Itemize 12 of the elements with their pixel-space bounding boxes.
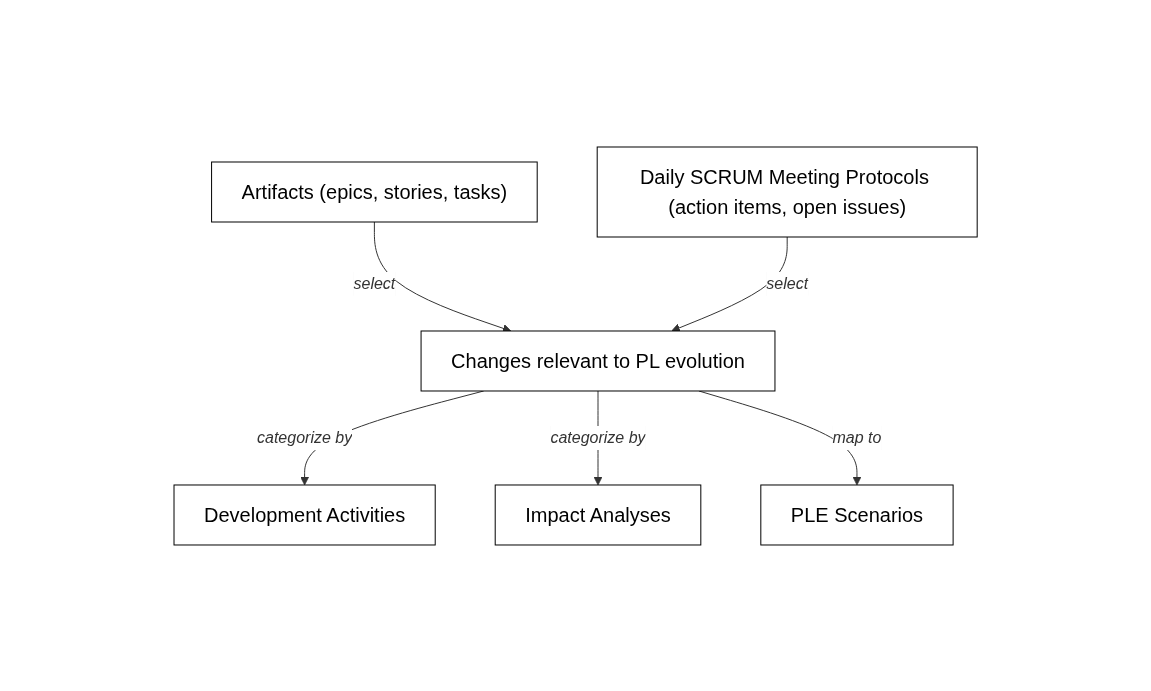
node-box: Artifacts (epics, stories, tasks) <box>211 161 538 222</box>
edge-label: select <box>353 274 396 292</box>
node-box: Development Activities <box>173 484 436 545</box>
edge-label: categorize by <box>256 428 353 446</box>
edge-label: categorize by <box>550 428 646 446</box>
edge-label: map to <box>832 428 882 446</box>
arrow <box>671 236 788 332</box>
edge-label: select <box>766 274 808 292</box>
node-box: Impact Analyses <box>494 484 702 545</box>
node-box: Daily SCRUM Meeting Protocols (action items, open issues) <box>596 146 978 237</box>
node-box: Changes relevant to PL evolution <box>420 330 776 391</box>
node-box: PLE Scenarios <box>760 484 954 545</box>
